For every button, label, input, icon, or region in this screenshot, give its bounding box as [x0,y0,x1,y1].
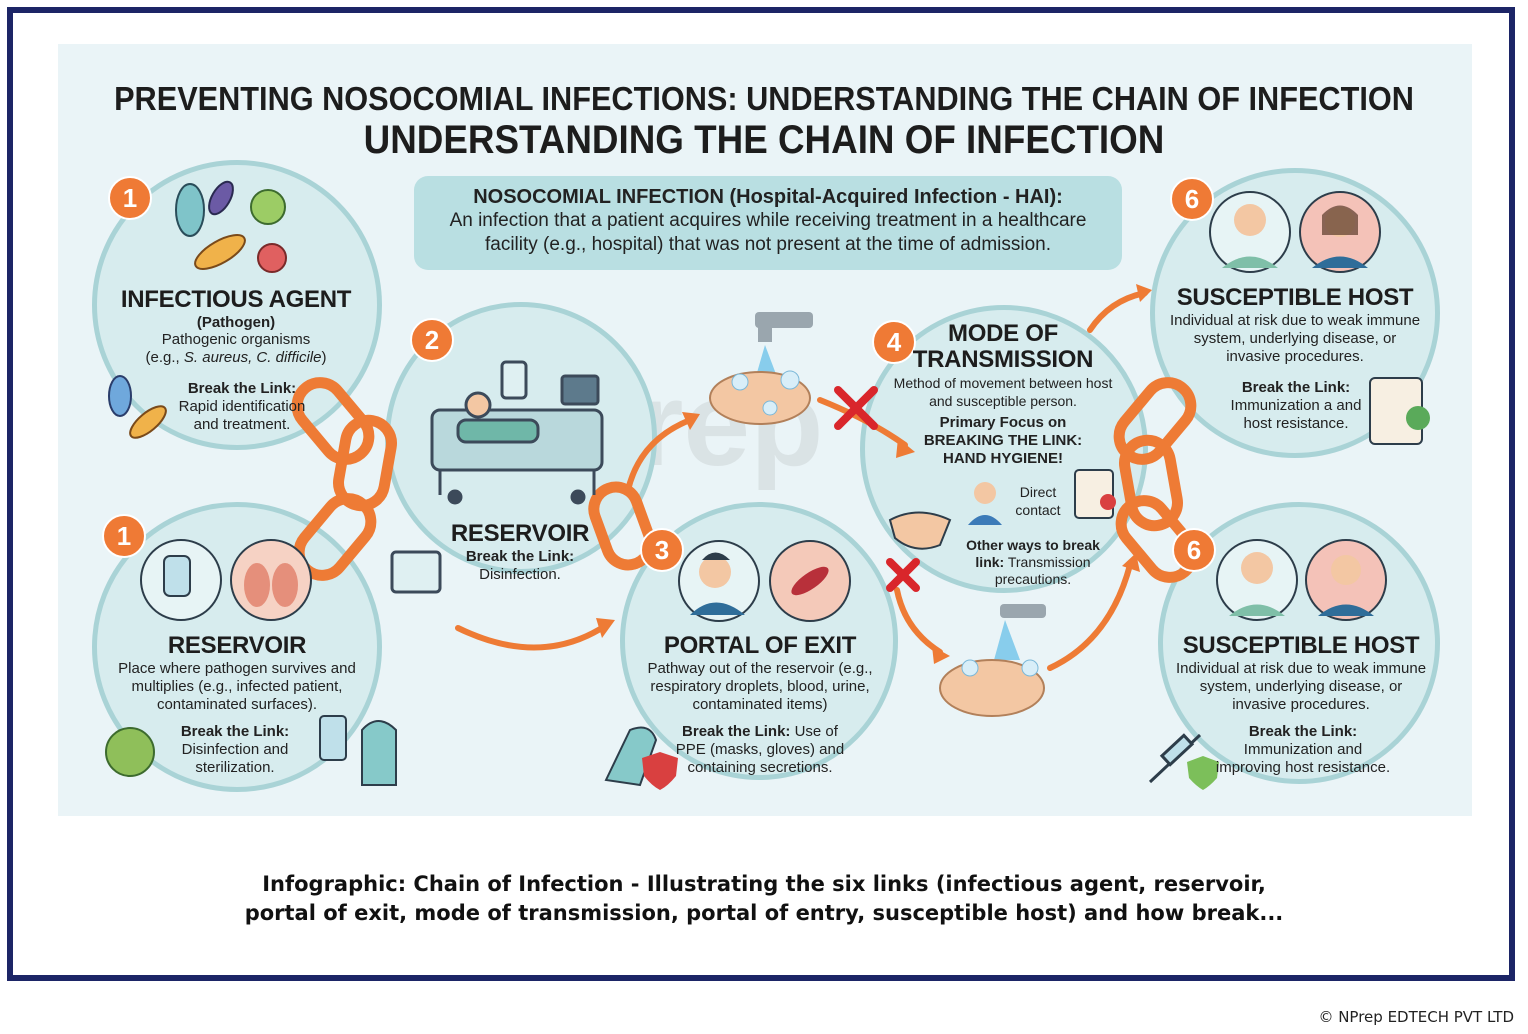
coughing-person-icon [678,540,760,622]
agent-desc-plain: Pathogenic organisms [161,331,311,348]
transmission-text: MODE OF TRANSMISSION Method of movement … [890,320,1116,468]
host-bottom-break-text: Immunization and improving host resistan… [1215,741,1391,776]
agent-subtitle: (Pathogen) [196,314,276,331]
main-title: PREVENTING NOSOCOMIAL INFECTIONS: UNDERS… [114,80,1414,117]
main-subtitle: UNDERSTANDING THE CHAIN OF INFECTION [363,118,1165,162]
host-bottom-title: SUSCEPTIBLE HOST [1182,632,1420,659]
caption-line1: Infographic: Chain of Infection - Illust… [262,872,1266,896]
step-number-reservoir-left: 1 [102,514,146,558]
reservoir-left-break-label: Break the Link: [180,723,290,740]
hospital-bed-icon [390,360,604,594]
definition-text: An infection that a patient acquires whi… [449,210,1087,255]
caption-line2: portal of exit, mode of transmission, po… [244,901,1284,925]
agent-break: Break the Link: Rapid identification and… [172,380,312,434]
agent-break-text: Rapid identification and treatment. [178,398,306,433]
woman-icon [1305,539,1387,621]
transmission-focus-line3: HAND HYGIENE! [942,450,1063,467]
transmission-title-line2: TRANSMISSION [912,346,1094,373]
reservoir-left-title: RESERVOIR [167,632,307,659]
host-bottom-desc: Individual at risk due to weak immune sy… [1175,660,1427,713]
step-number-exit: 3 [640,528,684,572]
handwashing-icon [709,312,813,425]
step-number-agent: 1 [108,176,152,220]
cross-icon [834,386,920,592]
transmission-other-label: Other ways to break link: [966,537,1100,570]
host-top-break-text: Immunization a and host resistance. [1230,397,1362,432]
reservoir-mid-title: RESERVOIR [450,520,590,547]
elderly-man-icon [1209,191,1291,273]
transmission-other-text: Transmission precautions. [994,554,1091,587]
reservoir-mid-text: RESERVOIR Break the Link: Disinfection. [440,520,600,584]
bacteria-icon [105,727,155,777]
chain-link-icon [588,481,656,571]
transmission-other: Other ways to break link: Transmission p… [958,537,1108,588]
exit-break: Break the Link: Use of PPE (masks, glove… [668,723,852,777]
syringe-icon [1148,733,1202,784]
transmission-focus-line2: BREAKING THE LINK: [923,432,1083,449]
chart-icon [1074,469,1116,519]
exit-break-label: Break the Link: [682,723,791,740]
definition-box: NOSOCOMIAL INFECTION (Hospital-Acquired … [414,176,1122,270]
exit-text: PORTAL OF EXIT Pathway out of the reserv… [640,632,880,714]
bacteria-icon [108,180,287,439]
iv-bag-icon [140,539,222,621]
host-bottom-break-label: Break the Link: [1248,723,1358,740]
agent-desc-italic: S. aureus, C. difficile [183,349,322,366]
reservoir-left-text: RESERVOIR Place where pathogen survives … [108,632,366,714]
reservoir-left-break-text: Disinfection and sterilization. [181,741,289,776]
reservoir-left-desc: Place where pathogen survives and multip… [118,660,356,713]
host-bottom-text: SUSCEPTIBLE HOST Individual at risk due … [1172,632,1430,714]
chain-link-icon [1113,377,1199,583]
host-top-break: Break the Link: Immunization a and host … [1224,379,1368,433]
host-top-desc: Individual at risk due to weak immune sy… [1169,312,1421,365]
agent-desc: Pathogenic organisms (e.g., S. aureus, C… [112,331,360,367]
shield-icon [642,752,1219,790]
elderly-man-icon [1216,539,1298,621]
step-number-reservoir-mid: 2 [410,318,454,362]
transmission-focus-line1: Primary Focus on [939,414,1067,431]
nurse-icon [968,482,1002,525]
transmission-desc: Method of movement between host and susc… [893,375,1113,409]
handshake-icon [888,511,952,550]
host-bottom-break: Break the Link: Immunization and improvi… [1210,723,1396,777]
wound-icon [769,540,851,622]
step-number-host-bottom: 6 [1172,528,1216,572]
exit-break-text: Use of PPE (masks, gloves) and containin… [675,723,845,776]
agent-text: INFECTIOUS AGENT (Pathogen) Pathogenic o… [112,286,360,367]
woman-icon [1299,191,1381,273]
exit-title: PORTAL OF EXIT [663,632,857,659]
agent-desc-suffix: ) [321,349,327,366]
handwashing-icon [939,604,1046,717]
agent-desc-prefix: (e.g., [145,349,184,366]
lungs-icon [230,539,312,621]
transmission-direct-contact: Direct contact [1015,484,1061,518]
step-number-transmission: 4 [872,320,916,364]
arrow-head-icon [596,284,1152,664]
exit-desc: Pathway out of the reservoir (e.g., resp… [647,660,873,713]
clipboard-icon [1369,377,1430,445]
definition-heading: NOSOCOMIAL INFECTION (Hospital-Acquired … [473,186,1063,208]
host-top-break-label: Break the Link: [1241,379,1351,396]
glove-icon [319,715,658,787]
agent-title: INFECTIOUS AGENT [120,286,352,313]
agent-break-label: Break the Link: [187,380,297,397]
reservoir-left-break: Break the Link: Disinfection and sterili… [170,723,300,777]
host-top-title: SUSCEPTIBLE HOST [1176,284,1414,311]
transmission-title-line1: MODE OF [948,320,1058,347]
figure-caption: Infographic: Chain of Infection - Illust… [0,870,1528,928]
host-top-text: SUSCEPTIBLE HOST Individual at risk due … [1166,284,1424,366]
copyright-text: © NPrep EDTECH PVT LTD [1318,1008,1514,1026]
reservoir-mid-break-label: Break the Link: [465,548,575,565]
reservoir-mid-break-text: Disinfection. [479,566,561,583]
step-number-host-top: 6 [1170,177,1214,221]
circle-infectious-agent [92,160,382,450]
